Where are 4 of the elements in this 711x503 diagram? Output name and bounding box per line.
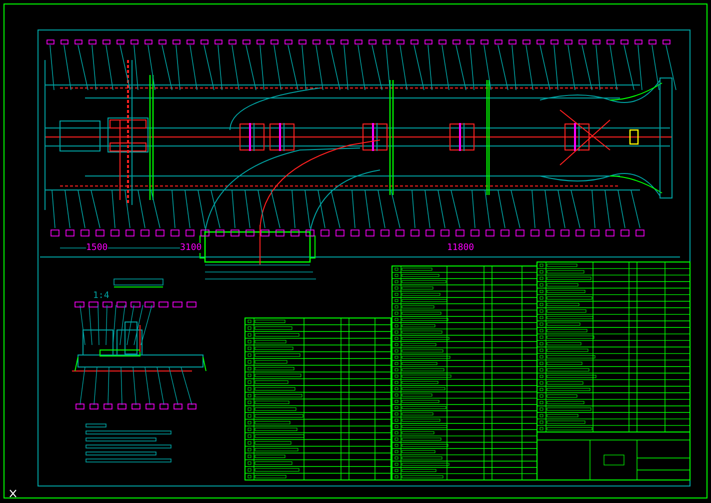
scale-label: 1:4 [93, 291, 110, 301]
dimension-label: 1500 [86, 243, 108, 253]
dimension-label: 3100 [180, 243, 202, 253]
dimension-label: 11800 [447, 243, 474, 253]
